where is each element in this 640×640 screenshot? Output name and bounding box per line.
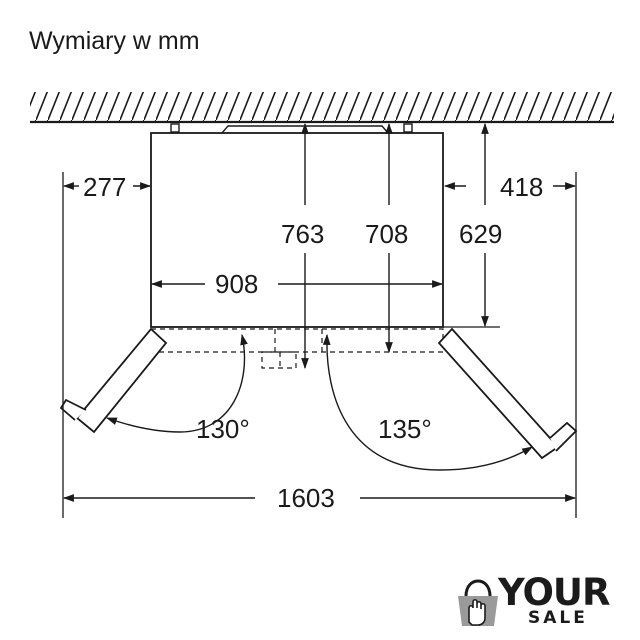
wall <box>30 92 614 124</box>
top-connectors <box>170 123 413 134</box>
angle-130-label: 130° <box>196 414 250 444</box>
dim-629-label: 629 <box>459 219 502 249</box>
dim-418-label: 418 <box>500 172 543 202</box>
dim-277-label: 277 <box>83 172 126 202</box>
dim-1603-label: 1603 <box>277 483 335 513</box>
dimension-lines <box>62 122 577 502</box>
fridge-body <box>150 132 444 328</box>
door-outlines-dashed <box>150 328 444 369</box>
extension-lines <box>62 172 577 518</box>
diagram-title: Wymiary w mm <box>29 27 200 55</box>
dim-908-label: 908 <box>215 269 258 299</box>
angle-135-label: 135° <box>378 414 432 444</box>
dim-763-label: 763 <box>281 219 324 249</box>
yoursale-logo: YOUR SALE <box>452 571 612 635</box>
shopping-bag-icon <box>458 579 498 626</box>
dim-708-label: 708 <box>365 219 408 249</box>
right-door <box>437 327 578 460</box>
left-door <box>59 327 168 434</box>
logo-word-your: YOUR <box>498 571 610 614</box>
logo-word-sale: SALE <box>528 608 588 628</box>
